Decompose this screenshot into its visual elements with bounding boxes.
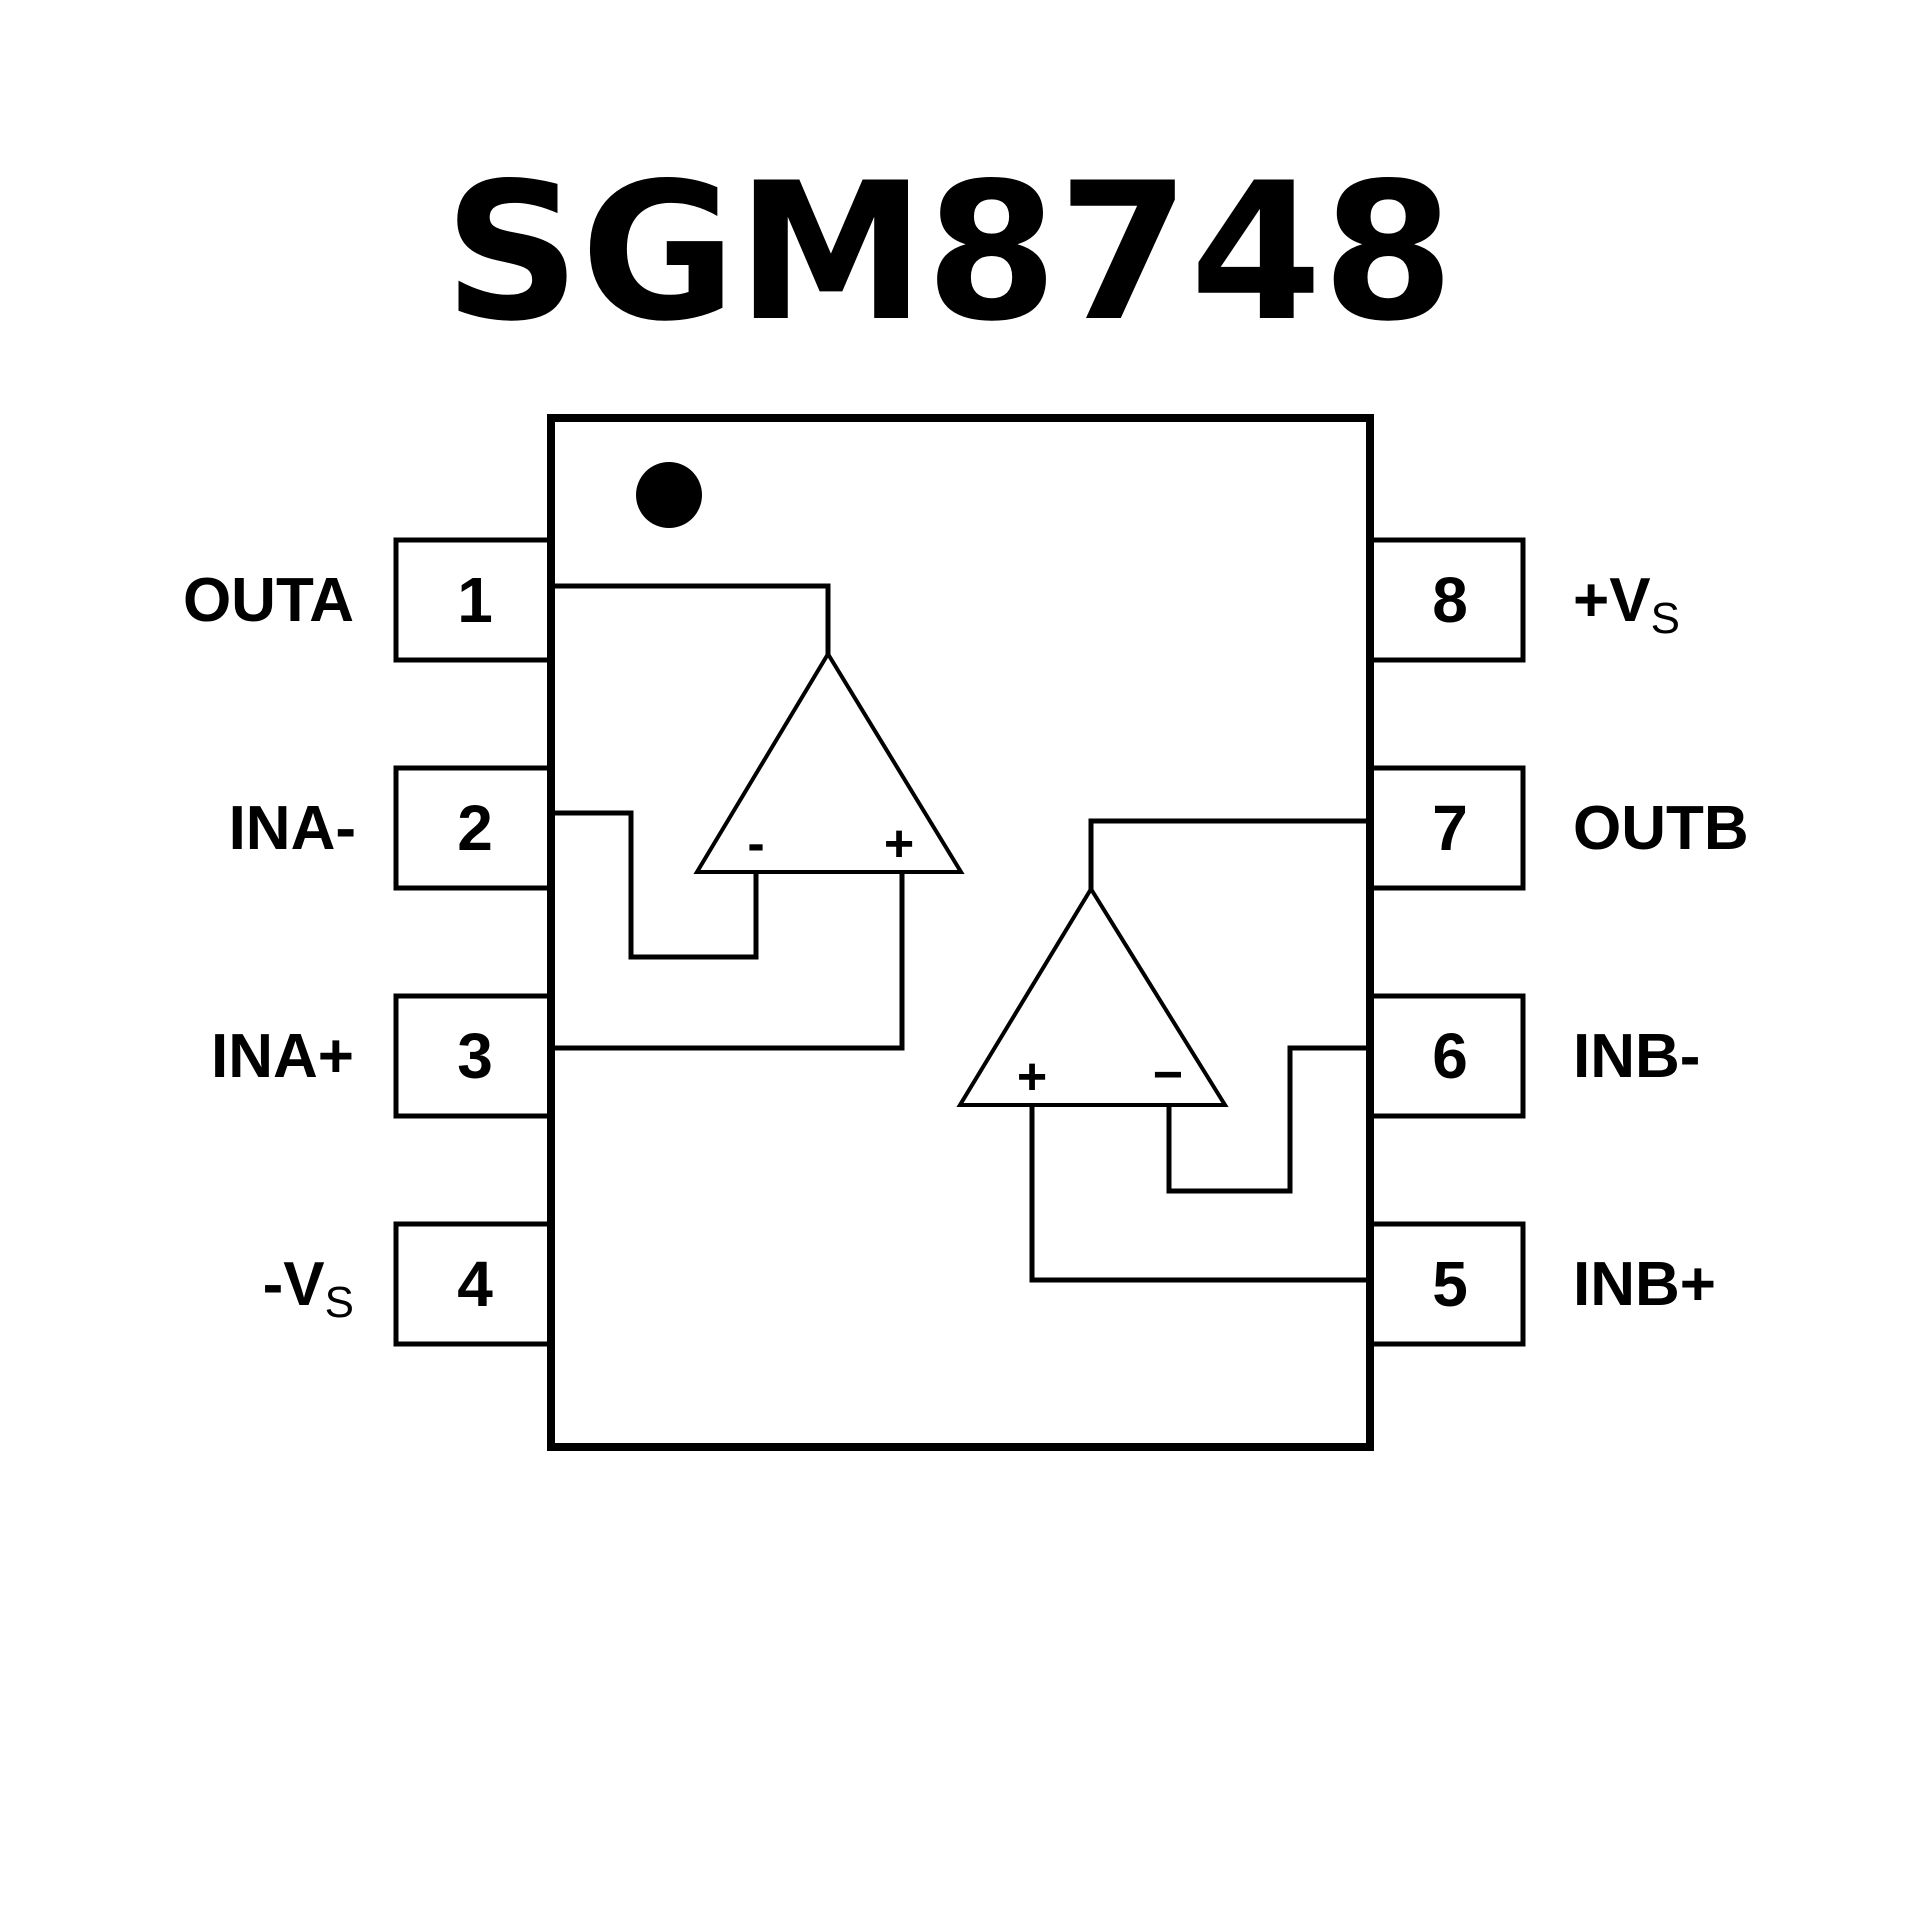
pin-7-label: OUTB xyxy=(1573,794,1749,863)
pin-1-indicator-dot xyxy=(636,462,702,528)
pin-6: 6 INB- xyxy=(1367,993,1700,1119)
pin-6-label: INB- xyxy=(1573,1022,1700,1091)
op-amp-b-noninverting-sign: + xyxy=(1017,1048,1047,1106)
op-amp-a-noninverting-sign: + xyxy=(884,815,914,873)
pin-6-box xyxy=(1367,993,1526,1119)
pin-8-label: +VS xyxy=(1573,566,1680,643)
chip-title: SGM8748 xyxy=(444,142,1455,363)
pin-1-box xyxy=(393,537,554,663)
pin-3-label: INA+ xyxy=(211,1022,354,1091)
op-amp-b-triangle xyxy=(956,885,1229,1107)
pin-3-number: 3 xyxy=(457,1020,493,1092)
pin-4: 4 -VS xyxy=(263,1221,554,1347)
pin-2-label: INA- xyxy=(229,794,356,863)
package-body xyxy=(547,414,1374,1451)
wire-ina-minus xyxy=(552,810,759,960)
op-amp-b-inverting-sign: − xyxy=(1153,1046,1183,1104)
pin-2-number: 2 xyxy=(457,792,493,864)
left-pins: 1 OUTA 2 INA- 3 INA+ 4 -VS xyxy=(183,537,554,1347)
pin-3: 3 INA+ xyxy=(211,993,554,1119)
op-amp-b: + − xyxy=(956,885,1229,1107)
pin-4-label: -VS xyxy=(263,1250,354,1327)
pin-7: 7 OUTB xyxy=(1367,765,1749,891)
wire-inb-minus xyxy=(1166,1045,1369,1194)
pin-7-number: 7 xyxy=(1432,792,1468,864)
wire-outa xyxy=(552,583,831,657)
pin-2-box xyxy=(393,765,554,891)
right-pins: 8 +VS 7 OUTB 6 INB- 5 INB+ xyxy=(1367,537,1749,1347)
pin-8: 8 +VS xyxy=(1367,537,1680,663)
pin-8-box xyxy=(1367,537,1526,663)
pin-3-box xyxy=(393,993,554,1119)
op-amp-a-wiring xyxy=(552,583,905,1051)
pin-4-number: 4 xyxy=(457,1248,493,1320)
pin-5-label: INB+ xyxy=(1573,1250,1716,1319)
pin-6-number: 6 xyxy=(1432,1020,1468,1092)
wire-inb-plus xyxy=(1029,1102,1369,1283)
pin-2: 2 INA- xyxy=(229,765,554,891)
op-amp-a-triangle xyxy=(693,650,965,874)
pin-1: 1 OUTA xyxy=(183,537,554,663)
wire-outb xyxy=(1088,818,1369,892)
pin-1-number: 1 xyxy=(457,564,493,636)
op-amp-b-wiring xyxy=(1029,818,1369,1283)
wire-ina-plus xyxy=(552,869,905,1051)
pin-8-number: 8 xyxy=(1432,564,1468,636)
pin-5: 5 INB+ xyxy=(1367,1221,1716,1347)
pin-5-number: 5 xyxy=(1432,1248,1468,1320)
op-amp-a-inverting-sign: - xyxy=(747,815,764,873)
op-amp-a: - + xyxy=(693,650,965,874)
pin-1-label: OUTA xyxy=(183,566,354,635)
